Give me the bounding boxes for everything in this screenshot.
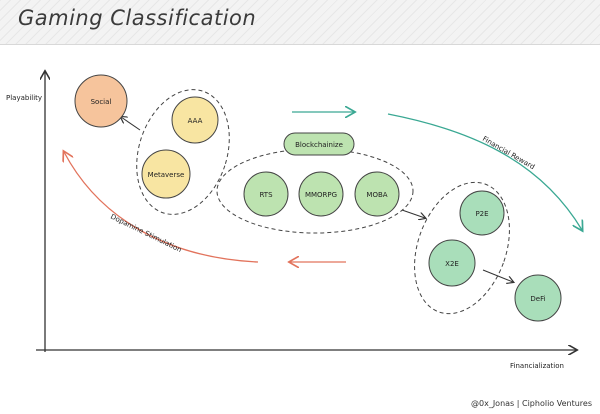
label-financial-reward: Financial Reward [481, 135, 536, 171]
group-aaa-metaverse [136, 89, 230, 215]
node-mmorpg-label: MMORPG [305, 191, 337, 199]
node-aaa-label: AAA [188, 117, 203, 125]
node-mmorpg: MMORPG [298, 171, 344, 217]
node-moba: MOBA [354, 171, 400, 217]
node-moba-label: MOBA [366, 191, 387, 199]
node-metaverse-label: Metaverse [148, 171, 185, 179]
node-aaa: AAA [171, 96, 219, 144]
arrow-x2e-to-defi [482, 269, 513, 282]
node-metaverse: Metaverse [141, 149, 191, 199]
arrow-to-social [121, 117, 141, 131]
x-axis-label: Financialization [510, 362, 564, 370]
node-defi: DeFi [514, 274, 562, 322]
attribution: @0x_Jonas | Cipholio Ventures [471, 399, 592, 408]
node-social-label: Social [91, 98, 112, 106]
label-dopamine-stimulation: Dopamine Stimulation [109, 213, 183, 254]
node-blockchainize: Blockchainize [283, 132, 355, 156]
group-traditional-games [216, 148, 414, 234]
node-p2e: P2E [459, 190, 505, 236]
arrow-financial-reward [387, 113, 582, 230]
arrow-to-p2e-group [401, 209, 425, 218]
y-axis-label: Playability [6, 94, 42, 102]
node-blockchainize-label: Blockchainize [295, 141, 343, 149]
page-title: Gaming Classification [18, 6, 257, 30]
node-defi-label: DeFi [530, 295, 545, 303]
title-bar: Gaming Classification [0, 0, 600, 45]
node-x2e-label: X2E [445, 260, 459, 268]
arrow-dopamine-stimulation [64, 152, 259, 263]
node-x2e: X2E [428, 239, 476, 287]
node-rts-label: RTS [259, 191, 273, 199]
node-social: Social [74, 74, 128, 128]
node-rts: RTS [243, 171, 289, 217]
group-earn-games [414, 181, 510, 315]
node-p2e-label: P2E [475, 210, 488, 218]
